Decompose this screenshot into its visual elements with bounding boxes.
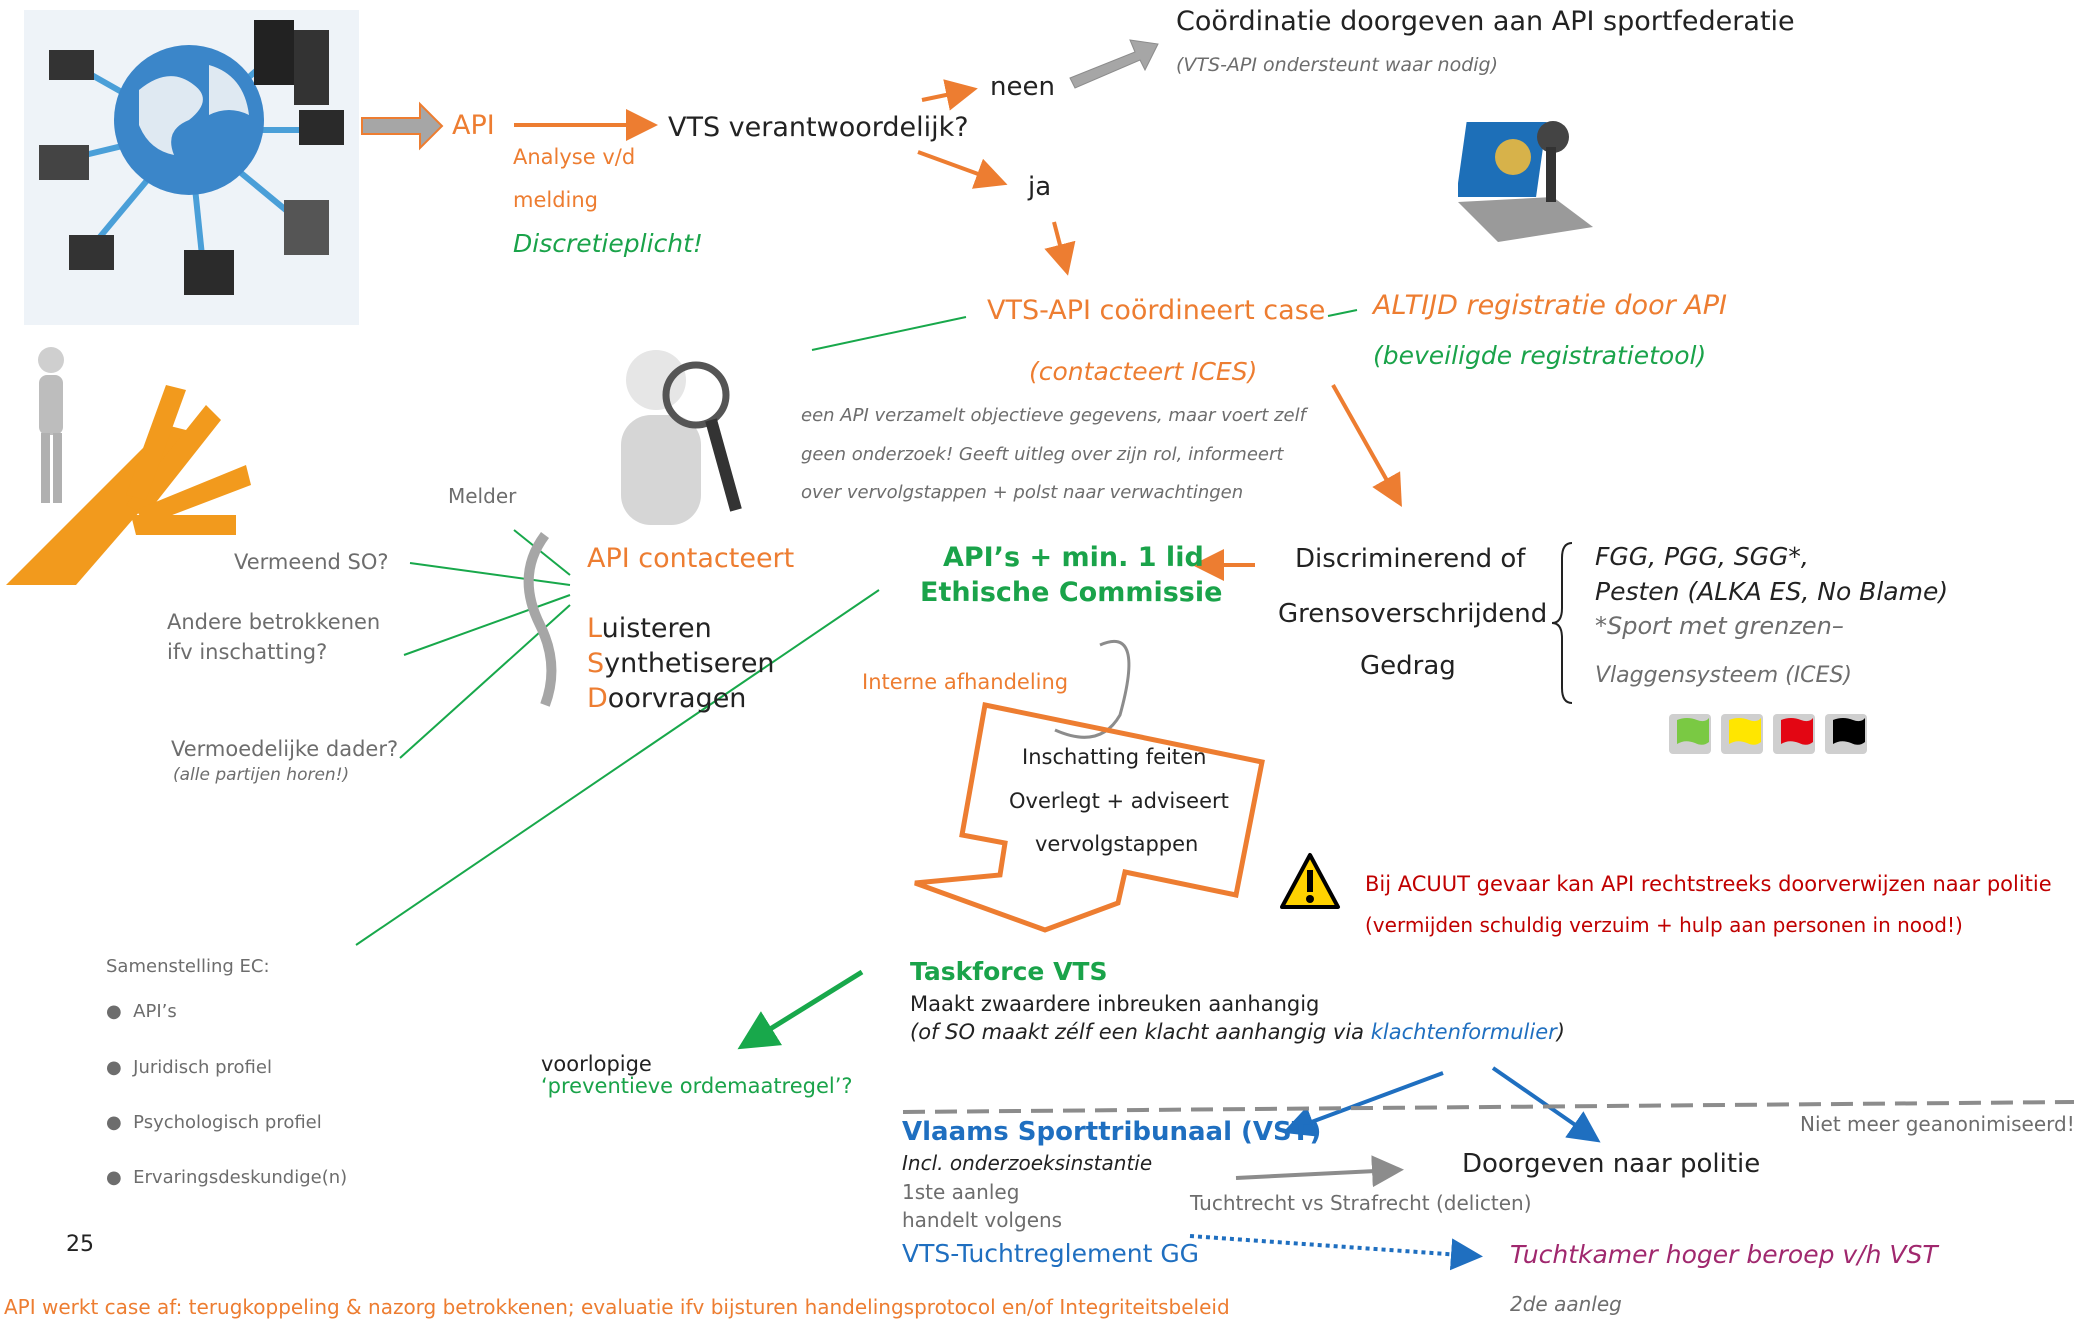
taskforce-title: Taskforce VTS (910, 957, 1108, 986)
handelt-volgens-label: handelt volgens (902, 1208, 1063, 1232)
footer-note: API werkt case af: terugkoppeling & nazo… (4, 1295, 1230, 1319)
warning-icon (1280, 853, 1340, 909)
api-contacteert-label: API contacteert (587, 543, 795, 574)
ja-label: ja (1028, 172, 1052, 202)
green-flag (1677, 718, 1709, 745)
ec-item-juridisch: ● Juridisch profiel (106, 1057, 272, 1078)
laptop-lock-image (1458, 121, 1593, 242)
fgg-line1: FGG, PGG, SGG*, (1595, 542, 1809, 571)
crossroads-figure-image (6, 347, 251, 585)
voorlopige-label: voorlopige (541, 1052, 652, 1076)
api-description-line3: over vervolgstappen + polst naar verwach… (801, 482, 1244, 503)
neen-label: neen (990, 72, 1055, 102)
samenstelling-ec-title: Samenstelling EC: (106, 956, 270, 977)
coordination-note: (VTS-API ondersteunt waar nodig) (1176, 54, 1499, 76)
tuchtkamer-label: Tuchtkamer hoger beroep v/h VST (1510, 1240, 1938, 1269)
synthetiseren-label: Synthetiseren (587, 648, 775, 679)
eerste-aanleg-label: 1ste aanleg (902, 1180, 1020, 1204)
niet-meer-geanonimiseerd-label: Niet meer geanonimiseerd! (1800, 1112, 2075, 1136)
warning-line2: (vermijden schuldig verzuim + hulp aan p… (1365, 913, 1963, 937)
flags-image (1669, 714, 1867, 754)
tweede-aanleg-label: 2de aanleg (1510, 1292, 1622, 1316)
fgg-line3: *Sport met grenzen– (1595, 612, 1844, 640)
ec-item-ervaring: ● Ervaringsdeskundige(n) (106, 1167, 348, 1188)
contacteert-ices-label: (contacteert ICES) (1029, 357, 1258, 386)
melder-label: Melder (448, 484, 517, 508)
api-description-line1: een API verzamelt objectieve gegevens, m… (801, 405, 1306, 426)
magnifier-figure-image (621, 350, 742, 525)
apis-ec-line2: Ethische Commissie (920, 577, 1223, 608)
analyse-label: Analyse v/d (513, 145, 636, 169)
api-description-line2: geen onderzoek! Geeft uitleg over zijn r… (801, 444, 1284, 465)
taskforce-line2: (of SO maakt zélf een klacht aanhangig v… (910, 1020, 1565, 1044)
doorgeven-politie-label: Doorgeven naar politie (1462, 1149, 1761, 1179)
page-number: 25 (66, 1232, 94, 1257)
overlegt-adviseert-label: Overlegt + adviseert (1009, 789, 1229, 813)
warning-line1: Bij ACUUT gevaar kan API rechtstreeks do… (1365, 872, 2052, 896)
ec-item-apis: ● API’s (106, 1001, 177, 1022)
doorvragen-label: Doorvragen (587, 683, 747, 714)
vts-question: VTS verantwoordelijk? (668, 112, 969, 143)
fgg-line4: Vlaggensysteem (ICES) (1595, 663, 1852, 688)
discretieplicht-label: Discretieplicht! (513, 229, 703, 258)
yellow-flag (1729, 718, 1761, 745)
vervolgstappen-label: vervolgstappen (1035, 832, 1199, 856)
taskforce-line1: Maakt zwaardere inbreuken aanhangig (910, 992, 1320, 1016)
luisteren-label: Luisteren (587, 613, 712, 644)
coordination-heading: Coördinatie doorgeven aan API sportfeder… (1176, 6, 1795, 37)
klachtenformulier-link[interactable]: klachtenformulier (1370, 1020, 1557, 1044)
apis-ec-line1: API’s + min. 1 lid (943, 542, 1204, 573)
network-globe-image (24, 10, 359, 325)
black-flag (1833, 718, 1865, 745)
fgg-line2: Pesten (ALKA ES, No Blame) (1595, 577, 1949, 606)
ec-item-psychologisch: ● Psychologisch profiel (106, 1112, 322, 1133)
discriminerend-line1: Discriminerend of (1295, 544, 1526, 574)
andere-betrokkenen-line2: ifv inschatting? (167, 640, 328, 664)
coordinates-case-title: VTS-API coördineert case (987, 295, 1326, 326)
onderzoeksinstantie-label: Incl. onderzoeksinstantie (902, 1151, 1153, 1175)
registratietool-label: (beveiligde registratietool) (1373, 341, 1707, 370)
red-flag (1781, 718, 1813, 745)
alle-partijen-note: (alle partijen horen!) (173, 765, 350, 785)
altijd-registratie-label: ALTIJD registratie door API (1373, 290, 1727, 321)
preventieve-ordemaatregel-label: ‘preventieve ordemaatregel’? (541, 1074, 853, 1098)
vermoedelijke-dader-label: Vermoedelijke dader? (171, 737, 399, 761)
vst-title: Vlaams Sporttribunaal (VST) (902, 1117, 1322, 1147)
andere-betrokkenen-line1: Andere betrokkenen (167, 610, 381, 634)
vermeend-so-label: Vermeend SO? (234, 550, 389, 574)
api-label: API (452, 110, 495, 141)
discriminerend-line3: Gedrag (1360, 651, 1456, 681)
inschatting-feiten-label: Inschatting feiten (1022, 745, 1207, 769)
melding-label: melding (513, 188, 599, 212)
discriminerend-line2: Grensoverschrijdend (1278, 599, 1548, 629)
tuchtrecht-strafrecht-label: Tuchtrecht vs Strafrecht (delicten) (1190, 1191, 1532, 1215)
interne-afhandeling-label: Interne afhandeling (862, 670, 1069, 694)
tuchtreglement-label: VTS-Tuchtreglement GG (902, 1239, 1200, 1268)
